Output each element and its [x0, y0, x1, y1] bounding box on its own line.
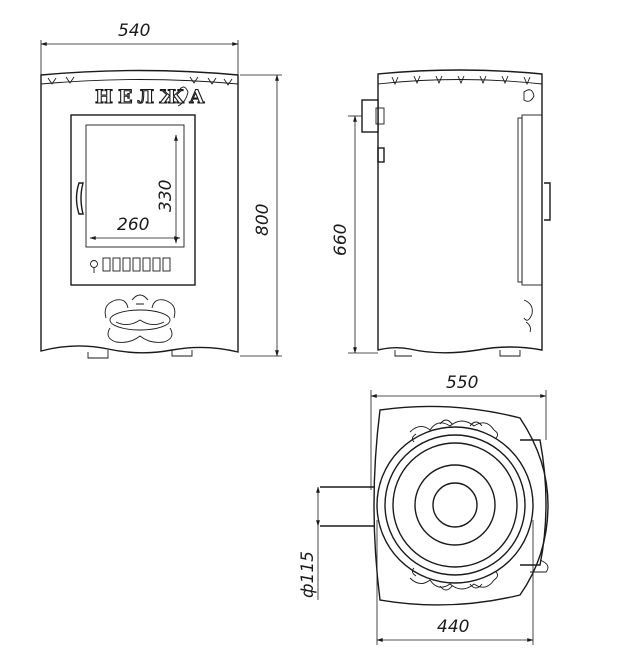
stone-ring-outer — [376, 426, 534, 584]
top-door-handle — [520, 439, 547, 566]
top-depth-dim: 550 — [446, 373, 478, 393]
top-view: 550 ф115 440 — [298, 373, 549, 645]
brand-logo-text: НЕЛЖА — [95, 86, 210, 108]
air-vent-slots — [90, 257, 171, 273]
top-bottom-depth-dim: 440 — [437, 617, 469, 637]
door-glass — [85, 124, 185, 248]
top-body-outline — [373, 405, 549, 606]
door-handle — [75, 182, 84, 215]
firebox-door — [70, 114, 196, 286]
front-height-dim: 800 — [253, 204, 273, 236]
front-width-dim: 540 — [118, 21, 150, 41]
stone-ring-middle — [392, 442, 518, 568]
glass-height-dim: 330 — [156, 180, 176, 212]
top-ornament-upper — [409, 419, 499, 443]
top-ornament-lower — [409, 567, 499, 591]
side-view: 660 — [331, 69, 551, 357]
flue-outlet — [432, 482, 478, 528]
side-door-profile — [521, 114, 543, 286]
pipe-diameter-dim: ф115 — [298, 551, 318, 598]
front-view: 540 НЕЛЖА 330 260 — [40, 21, 282, 359]
side-body-outline — [377, 69, 543, 354]
bottom-ornament — [104, 294, 176, 343]
side-chimney-height-dim: 660 — [331, 224, 351, 256]
stove-body-outline — [40, 69, 239, 354]
glass-width-dim: 260 — [117, 215, 149, 235]
stone-ring-inner — [414, 464, 496, 546]
top-ornament-band — [47, 76, 233, 86]
top-flue-pipe — [320, 486, 375, 527]
